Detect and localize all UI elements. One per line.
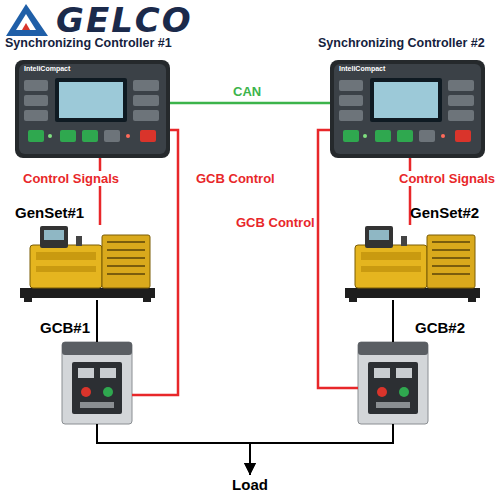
breaker-box: GCB#1 — [62, 342, 132, 424]
brand-text: InteliCompact — [339, 65, 385, 72]
logo-mark — [6, 4, 48, 36]
power-line — [96, 300, 98, 342]
breaker-illustration — [358, 342, 428, 424]
power-line — [392, 300, 394, 342]
breaker-box: GCB#2 — [358, 342, 428, 424]
genset-illustration — [20, 226, 155, 302]
connector-label: GCB Control — [196, 171, 275, 186]
node-label: GCB#2 — [415, 319, 465, 336]
node-label: GenSet#2 — [410, 204, 479, 221]
node-label: GenSet#1 — [15, 204, 84, 221]
node-label: GCB#1 — [40, 319, 90, 336]
connector-label: GCB Control — [236, 215, 315, 230]
control-wire — [99, 158, 102, 225]
genset-box: GenSet#1 — [20, 225, 155, 300]
logo-mark — [22, 23, 30, 30]
connector-label: CAN — [233, 84, 261, 99]
logo-text: GELCO — [56, 0, 193, 40]
logo-mark — [16, 14, 36, 30]
power-line — [250, 424, 393, 475]
controller-heading: Synchronizing Controller #2 — [318, 36, 485, 50]
connector-label: Control Signals — [22, 171, 120, 186]
power-line — [97, 424, 250, 475]
can-bus-line — [170, 102, 330, 105]
brand-text: InteliCompact — [24, 65, 70, 72]
breaker-illustration — [62, 342, 132, 424]
control-wire — [132, 130, 178, 395]
controller-illustration — [330, 60, 485, 158]
genset-box: GenSet#2 — [345, 225, 480, 300]
connector-label: Control Signals — [398, 171, 496, 186]
controller-box: Synchronizing Controller #2 — [330, 58, 485, 158]
control-wire — [318, 130, 358, 388]
load-box: Load — [215, 475, 285, 495]
genset-illustration — [345, 226, 480, 302]
controller-illustration — [15, 60, 170, 158]
node-label: Load — [215, 475, 285, 495]
controller-box: Synchronizing Controller #1 — [15, 58, 170, 158]
